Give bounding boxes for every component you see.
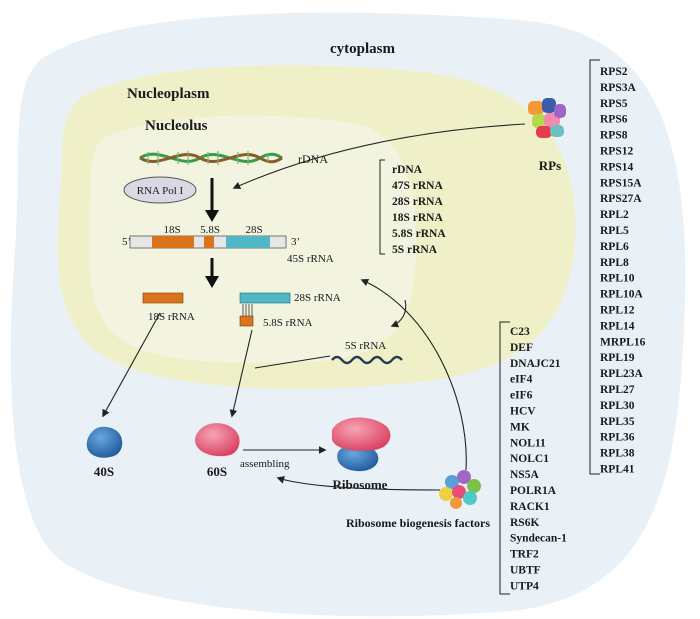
rp-item: RPS3A [600,82,636,94]
biogenesis-factors-label: Ribosome biogenesis factors [346,516,490,530]
rp-item: RPS8 [600,130,628,142]
factor-item: C23 [510,326,530,338]
rna-pol-i-shape [123,176,197,204]
rrna-5s-label: 5S rRNA [345,340,386,352]
nucleolar-target-item: 18S rRNA [392,212,443,224]
rrna-28s-bar [239,292,291,304]
rp-item: RPS12 [600,146,633,158]
factor-item: TRF2 [510,549,539,561]
rp-item: RPL38 [600,448,635,460]
rp-item: RPL5 [600,225,629,237]
ribosomal-proteins-icon [528,98,566,138]
nucleoplasm-label: Nucleoplasm [127,86,210,102]
nucleolar-targets-bracket [379,159,385,255]
rp-item: RPL10A [600,289,644,301]
processing-arrow-head [205,276,219,288]
nucleolar-target-item: 28S rRNA [392,196,443,208]
rp-item: RPS2 [600,66,628,78]
rna-pol-i-label: RNA Pol I [137,185,184,197]
factor-item: UBTF [510,565,541,577]
factor-item: DNAJC21 [510,358,561,370]
rp-item: RPL19 [600,352,635,364]
rp-item: RPL14 [600,320,635,332]
ribosome-icon [332,417,391,472]
rp-item: RPL36 [600,432,635,444]
arrow-58s-to-60s [229,329,253,418]
rrna-5s-squiggle [331,355,403,365]
rrna-58s-bar [239,315,254,327]
nucleolar-target-item: 5.8S rRNA [392,228,446,240]
nucleolar-target-item: 47S rRNA [392,180,443,192]
subunit-40s-shape [86,426,123,458]
nucleolar-target-item: rDNA [392,164,423,176]
rps-label: RPs [539,158,561,173]
factor-item: RACK1 [510,501,550,513]
factor-item: RS6K [510,517,539,529]
nucleolus-label: Nucleolus [145,118,208,134]
rp-item: RPS27A [600,193,642,205]
factor-item: NOLC1 [510,453,549,465]
ribosome-label: Ribosome [333,477,388,492]
transcription-arrow-head [205,210,219,222]
base-pairing-lines [242,304,253,316]
precursor-45s-bar [129,235,287,249]
rp-item: RPL8 [600,257,629,269]
rp-item: RPS14 [600,161,633,173]
arrow-rps-to-polymerase [232,123,526,190]
rp-item: RPL6 [600,241,629,253]
five-prime-label: 5’ [122,236,131,248]
rp-item: RPL35 [600,416,635,428]
factor-item: POLR1A [510,485,557,497]
rp-item: RPL27 [600,384,635,396]
arrow-to-5s-processing [390,299,407,328]
arrow-18s-to-40s [102,312,161,418]
biogenesis-factors-icon [439,470,481,509]
factor-item: NOL11 [510,437,546,449]
factor-item: DEF [510,342,533,354]
rp-item: RPS6 [600,114,628,126]
seg-18s-label: 18S [163,224,180,236]
factor-item: UTP4 [510,580,539,592]
precursor-label: 45S rRNA [287,253,334,265]
rp-item: RPL23A [600,368,644,380]
factor-item: HCV [510,406,536,418]
rp-item: RPS15A [600,177,642,189]
rp-list-bracket [589,59,600,475]
rrna-28s-label: 28S rRNA [294,292,341,304]
arrow-factors-to-precursor [360,278,467,471]
rp-item: MRPL16 [600,336,646,348]
factor-item: eIF4 [510,374,533,386]
factor-item: Syndecan-1 [510,533,567,545]
rrna-18s-bar [142,292,184,304]
arrow-5s-join [254,355,331,369]
subunit-60s-shape [195,423,240,457]
factor-item: MK [510,421,530,433]
nucleolar-targets-list: rDNA 47S rRNA 28S rRNA 18S rRNA 5.8S rRNA 5S … [392,164,446,256]
rp-item: RPL12 [600,305,635,317]
factor-item: eIF6 [510,390,533,402]
subunit-40s-label: 40S [94,464,114,479]
rp-item: RPL2 [600,209,629,221]
rrna-58s-label: 5.8S rRNA [263,317,313,329]
rp-item: RPL10 [600,273,635,285]
factor-list-bracket [499,321,510,595]
three-prime-label: 3’ [291,236,300,248]
nucleolar-target-item: 5S rRNA [392,244,438,256]
assembling-label: assembling [240,458,290,470]
rp-item: RPL30 [600,400,635,412]
factor-item: NS5A [510,469,539,481]
arrow-factors-to-assembly [276,476,441,491]
rp-item: RPL41 [600,464,635,476]
rdna-helix-icon [139,151,283,165]
subunit-60s-label: 60S [207,464,227,479]
seg-58s-label: 5.8S [200,224,220,236]
rp-item: RPS5 [600,98,628,110]
cytoplasm-label: cytoplasm [330,41,396,57]
seg-28s-label: 28S [245,224,262,236]
